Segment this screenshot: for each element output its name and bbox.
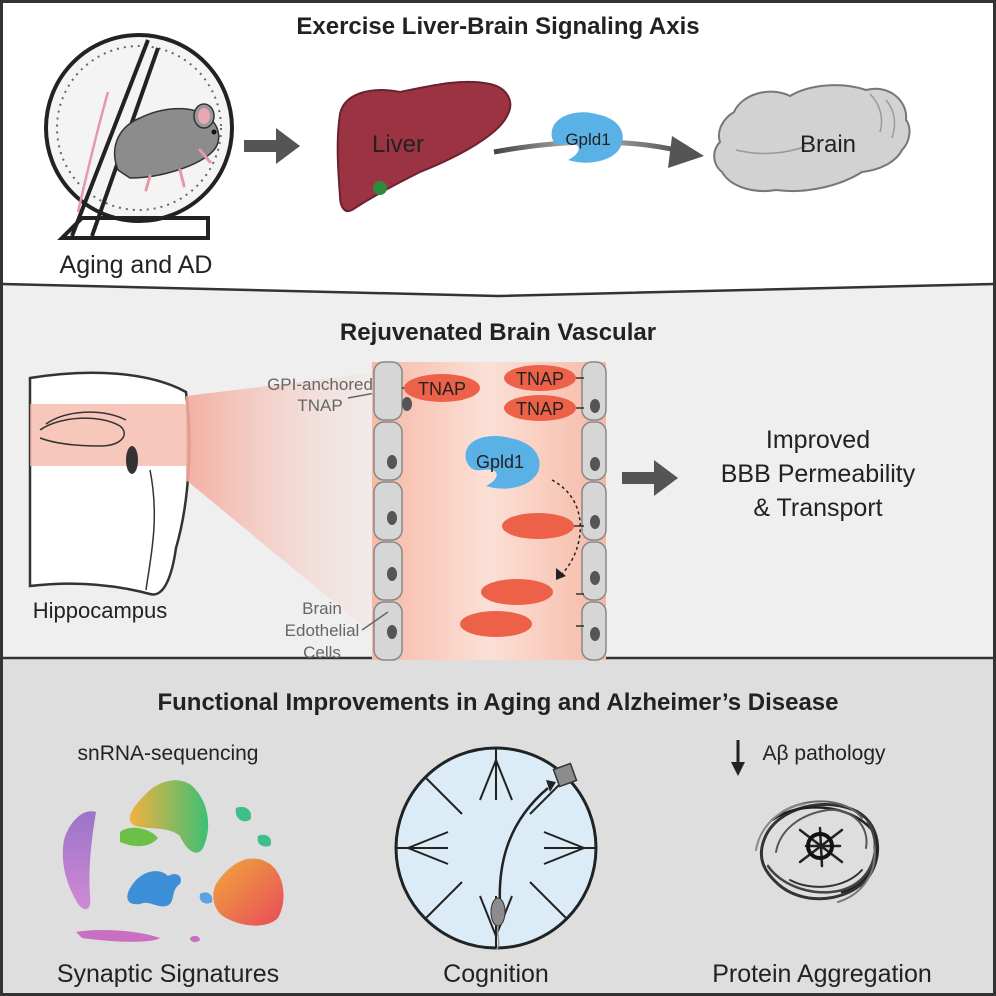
brain-label: Brain xyxy=(800,131,856,158)
endo-label-line3: Cells xyxy=(303,643,341,662)
tnap-label-1: TNAP xyxy=(418,379,466,399)
panel-divider-top xyxy=(1,282,995,298)
running-wheel-icon xyxy=(44,33,234,240)
blood-vessel-icon xyxy=(372,361,607,661)
tnap-2 xyxy=(504,365,576,391)
gpld1-protein-icon xyxy=(551,112,623,163)
caption-synaptic: Synaptic Signatures xyxy=(57,960,279,988)
panel-top-title: Exercise Liver-Brain Signaling Axis xyxy=(296,13,699,40)
outcome-line3: & Transport xyxy=(753,494,882,522)
snrna-label: snRNA-sequencing xyxy=(78,742,259,765)
gpld1-label-top: Gpld1 xyxy=(565,130,610,149)
down-arrow-icon xyxy=(731,740,745,776)
released-tnap-3 xyxy=(460,611,532,637)
umap-plot-icon xyxy=(62,780,284,943)
cleavage-arrow xyxy=(551,479,581,575)
arrow-to-outcome xyxy=(622,460,678,496)
liver-label: Liver xyxy=(372,131,424,158)
maze-mouse-icon xyxy=(490,897,506,927)
endo-label-leader xyxy=(361,611,389,631)
outcome-line2: BBB Permeability xyxy=(721,460,916,488)
radial-maze-icon xyxy=(394,746,598,951)
released-tnap-2 xyxy=(481,579,553,605)
gpld1-label-vessel: Gpld1 xyxy=(476,452,524,472)
tnap-3 xyxy=(504,395,576,421)
liver-icon xyxy=(336,80,512,212)
caption-cognition: Cognition xyxy=(443,960,549,988)
hippocampus-label: Hippocampus xyxy=(33,598,168,623)
tnap-label-2: TNAP xyxy=(516,369,564,389)
endothelial-cells-right xyxy=(581,361,607,661)
released-tnap-1 xyxy=(502,513,574,539)
gpi-label-line2: TNAP xyxy=(297,396,342,415)
outcome-line1: Improved xyxy=(766,426,870,454)
arrow-mouse-to-liver xyxy=(244,128,300,164)
tnap-1 xyxy=(404,374,480,402)
brain-icon xyxy=(713,84,911,193)
mouse-caption: Aging and AD xyxy=(60,251,213,279)
arrow-to-brain-head xyxy=(668,136,704,168)
mouse-icon xyxy=(76,91,220,213)
caption-protein: Protein Aggregation xyxy=(712,960,932,988)
abeta-label: Aβ pathology xyxy=(763,742,886,765)
brain-section-icon xyxy=(28,371,380,640)
panel-middle-title: Rejuvenated Brain Vascular xyxy=(340,319,656,346)
endo-label-line2: Edothelial xyxy=(285,621,360,640)
tnap-label-3: TNAP xyxy=(516,399,564,419)
panel-bottom-title: Functional Improvements in Aging and Alz… xyxy=(157,689,838,716)
amyloid-plaque-icon xyxy=(755,800,879,903)
endo-label-line1: Brain xyxy=(302,599,342,618)
gpld1-protein-vessel xyxy=(465,436,540,489)
gpi-label-line1: GPI-anchored xyxy=(267,375,373,394)
